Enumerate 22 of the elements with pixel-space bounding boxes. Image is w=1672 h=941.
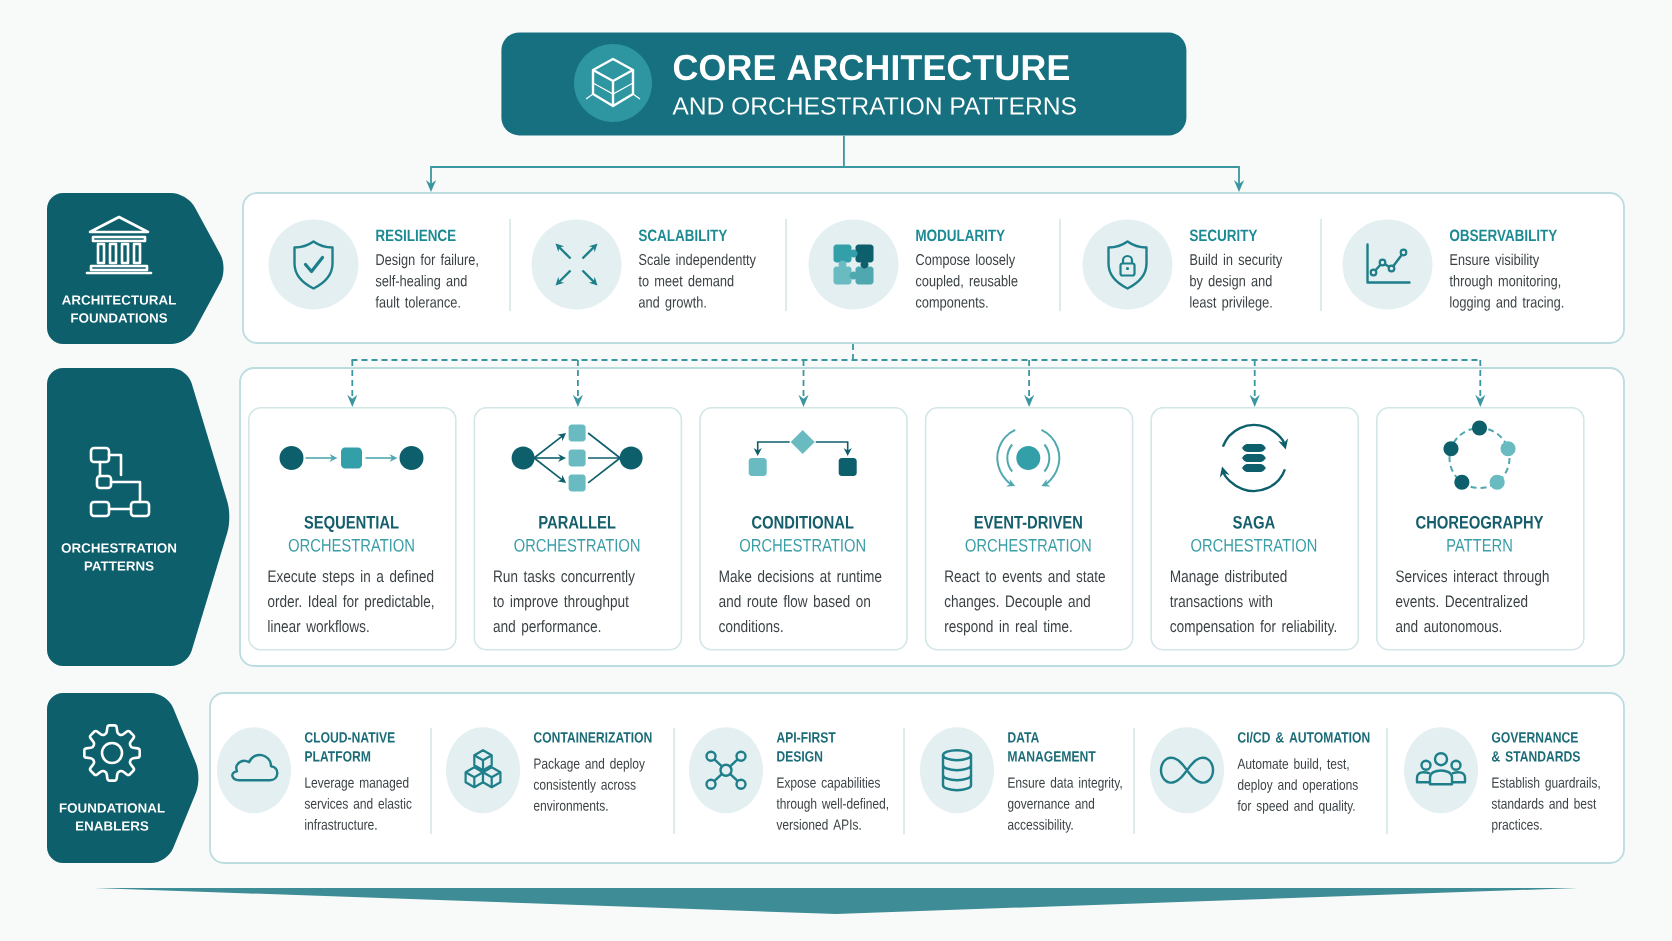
feature-text: OBSERVABILITY Ensure visibility through monitoring, logging and tracing. [1449,229,1564,311]
feature-text: MODULARITY Compose loosely coupled, reusable components. [915,229,1018,311]
feature-text: GOVERNANCE & STANDARDS Establish guardrails, standards and best practices. [1491,732,1600,833]
feature-text: DATA MANAGEMENT Ensure data integrity, governance and accessibility. [1007,732,1122,833]
pattern-card: CONDITIONAL ORCHESTRATION Make decisions at runtime and route flow based on conditions. [699,407,908,651]
feature-text: SECURITY Build in security by design and least privilege. [1189,229,1283,311]
feature-text: CLOUD-NATIVE PLATFORM Leverage managed services and elastic infrastructure. [304,732,412,830]
feature-text: API-FIRST DESIGN Expose capabilities through well-defined, versioned APIs. [776,732,888,830]
section-tab: FOUNDATIONAL ENABLERS [47,693,199,863]
connector-line [430,134,1240,169]
pattern-card: SEQUENTIAL ORCHESTRATION Execute steps in a defined order. Ideal for predictable, linear workflows. [248,407,457,651]
pattern-card: EVENT-DRIVEN ORCHESTRATION React to events and state changes. Decouple and respond in real time. [924,407,1134,651]
feature-text: SCALABILITY Scale independentty to meet demand and growth. [638,229,756,311]
feature-text: RESILIENCE Design for failure, self-healing and fault tolerance. [375,229,478,308]
feature-text: CI/CD & AUTOMATION Automate build, test, deploy and operations for speed and quality. [1237,731,1370,814]
pattern-card: SAGA ORCHESTRATION Manage distributed transactions with compensation for reliability. [1150,407,1359,651]
pattern-card: CHOREOGRAPHY PATTERN Services interact through events. Decentralized and autonomous. [1376,407,1585,651]
title-banner: CORE ARCHITECTURE AND ORCHESTRATION PATTERNS [501,32,1187,136]
section-tab: ORCHESTRATION PATTERNS [47,368,230,666]
pattern-card: PARALLEL ORCHESTRATION Run tasks concurrently to improve throughput and performance. [473,407,683,651]
connector-line [350,343,1481,362]
feature-text: CONTAINERIZATION Package and deploy consistently across environments. [533,732,652,811]
